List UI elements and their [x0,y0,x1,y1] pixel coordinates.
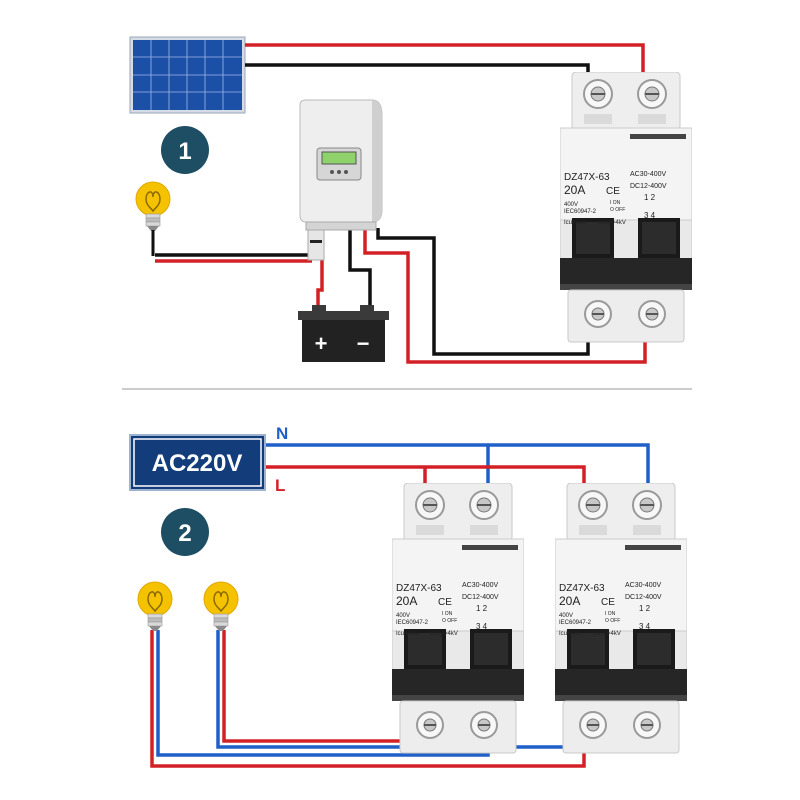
breaker-terminals-bottom-text: 3 4 [476,622,488,631]
breaker-dc-rating-text: DC12-400V [630,183,667,190]
breaker-icu-text: Icu=4kA [559,631,581,637]
breaker-dc-rating-text: DC12-400V [462,594,499,601]
neutral-main-wire [265,443,650,492]
breaker-terminals-top-text: 1 2 [644,193,656,202]
breaker-icu-text: Icu=4kA [564,220,586,226]
battery-plus-label: + [315,331,328,356]
breaker-on-label-text: I ON [610,200,621,206]
breaker-voltage-text: 400V [396,613,410,619]
breaker-terminals-bottom-text: 3 4 [644,211,656,220]
step-badge-1: 1 [161,126,209,174]
breaker-voltage-text: 400V [559,613,573,619]
breaker-model-text: DZ47X-63 [396,583,442,594]
breaker-ce-mark-text: CE [438,597,452,608]
breaker-ac-rating-text: AC30-400V [625,582,662,589]
solar-panel [129,36,246,114]
breaker-off-label-text: O OFF [442,618,457,624]
breaker-terminals-top-text: 1 2 [639,604,651,613]
breaker-off-label-text: O OFF [605,618,620,624]
ac-source: AC220V [129,434,266,491]
breaker-standard-text: IEC60947-2 [396,620,429,626]
breaker-on-label-text: I ON [605,611,616,617]
solar-positive-wire [245,43,645,82]
ac-source-label: AC220V [152,450,243,477]
breaker-rating-text: 20A [559,594,580,608]
breaker-dc-rating-text: DC12-400V [625,594,662,601]
battery-negative-wire [348,228,372,312]
breaker-out-negative-wire [376,228,590,356]
breaker-ac-rating-text: AC30-400V [462,582,499,589]
light-bulb [135,181,171,256]
step-number-1: 1 [178,138,191,165]
charge-controller [299,99,383,261]
breaker-voltage-text: 400V [564,202,578,208]
breaker-off-label-text: O OFF [610,207,625,213]
breaker-standard-text: IEC60947-2 [559,620,592,626]
live-label: L [275,476,285,495]
breaker-terminals-bottom-text: 3 4 [639,622,651,631]
breaker-rating-text: 20A [396,594,417,608]
breaker-icu-text: Icu=4kA [396,631,418,637]
breaker-uimp-text: Uimp=4kV [598,220,626,226]
battery: + − [298,305,389,362]
step-number-2: 2 [178,520,191,547]
breaker-standard-text: IEC60947-2 [564,209,597,215]
breaker-rating-text: 20A [564,183,585,197]
light-bulb-a [137,581,173,632]
neutral-label: N [276,424,288,443]
step-badge-2: 2 [161,508,209,556]
solar-negative-wire [245,63,590,82]
breaker-terminals-top-text: 1 2 [476,604,488,613]
circuit-breaker-2a [392,483,524,754]
breaker-out-positive-wire [363,228,647,364]
breaker-model-text: DZ47X-63 [564,172,610,183]
breaker-on-label-text: I ON [442,611,453,617]
breaker-uimp-text: Uimp=4kV [593,631,621,637]
breaker-ce-mark-text: CE [606,186,620,197]
circuit-breaker-1 [560,72,692,343]
wires-diagram-1 [155,43,647,364]
breaker-ce-mark-text: CE [601,597,615,608]
breaker-model-text: DZ47X-63 [559,583,605,594]
breaker-uimp-text: Uimp=4kV [430,631,458,637]
light-bulb-b [203,581,239,632]
breaker-ac-rating-text: AC30-400V [630,171,667,178]
circuit-breaker-2b [555,483,687,754]
battery-minus-label: − [357,331,370,356]
